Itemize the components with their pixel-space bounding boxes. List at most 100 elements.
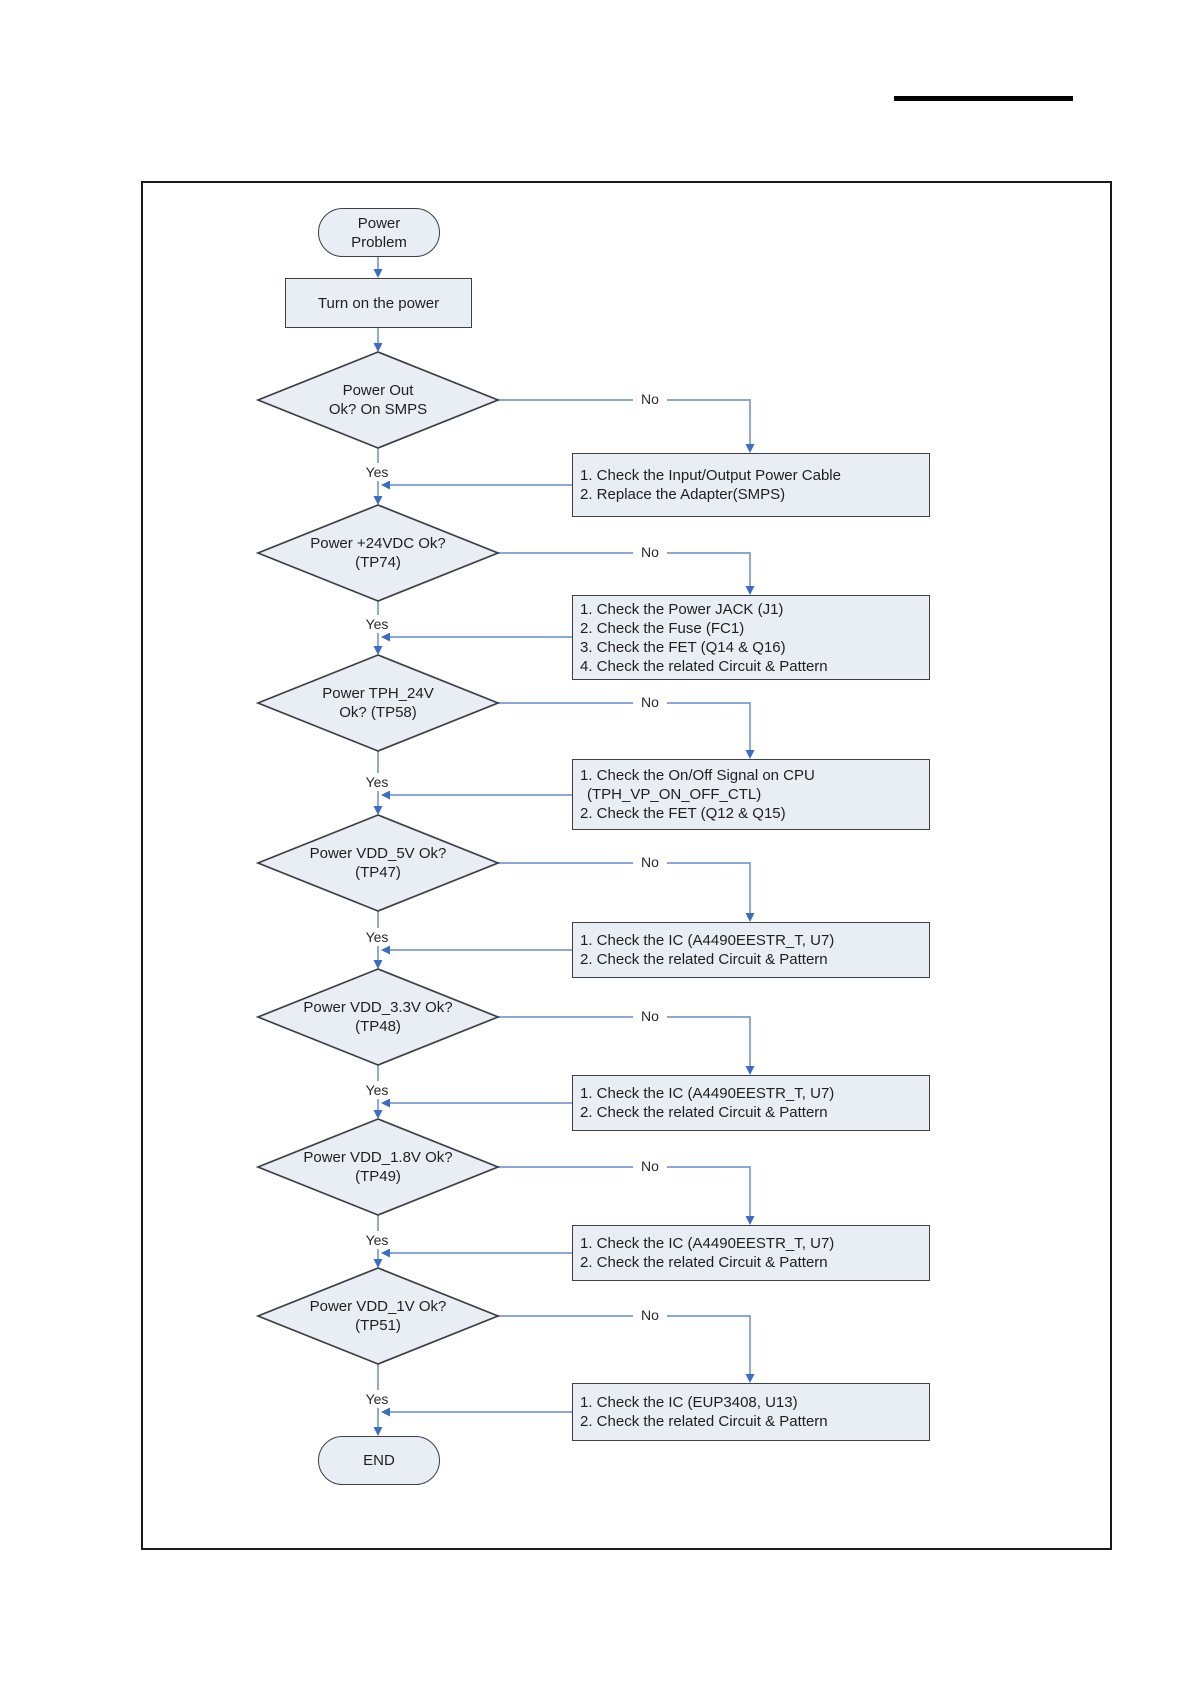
yes-label-5: Yes: [360, 1081, 394, 1099]
no-label-2: No: [633, 543, 667, 561]
no-connector-5: [498, 1016, 751, 1067]
yes-label-7: Yes: [360, 1390, 394, 1408]
arrowhead-down-icon: [745, 1066, 755, 1075]
yes-label-3: Yes: [360, 773, 394, 791]
no-connector-1: [498, 399, 751, 445]
no-label-6: No: [633, 1157, 667, 1175]
decision-line: Ok? (TP58): [339, 704, 417, 721]
yes-label-4: Yes: [360, 928, 394, 946]
decision-text-1: Power Out Ok? On SMPS: [258, 352, 498, 448]
arrowhead-down-icon: [373, 496, 383, 505]
decision-line: (TP49): [355, 1168, 401, 1185]
decision-text-3: Power TPH_24V Ok? (TP58): [258, 655, 498, 751]
arrowhead-down-icon: [373, 960, 383, 969]
arrowhead-left-icon: [381, 632, 390, 642]
action-line: 2. Check the related Circuit & Pattern: [580, 951, 828, 968]
arrowhead-down-icon: [373, 343, 383, 352]
action-line: 4. Check the related Circuit & Pattern: [580, 657, 828, 675]
diagram-border: [141, 181, 1112, 1550]
yes-label-1: Yes: [360, 463, 394, 481]
no-label-7: No: [633, 1306, 667, 1324]
decision-diamond-7: [255, 1267, 501, 1365]
decision-text-7: Power VDD_1V Ok? (TP51): [258, 1268, 498, 1364]
arrowhead-down-icon: [373, 269, 383, 278]
decision-line: Power Out: [342, 382, 414, 399]
action-line: 2. Check the related Circuit & Pattern: [580, 1413, 828, 1430]
decision-text-6: Power VDD_1.8V Ok? (TP49): [258, 1119, 498, 1215]
action-box-7: 1. Check the IC (EUP3408, U13) 2. Check …: [572, 1383, 930, 1441]
action-box-4: 1. Check the IC (A4490EESTR_T, U7) 2. Ch…: [572, 922, 930, 978]
arrowhead-down-icon: [745, 1216, 755, 1225]
action-line: 2. Check the Fuse (FC1): [580, 619, 745, 637]
action-box-1: 1. Check the Input/Output Power Cable 2.…: [572, 453, 930, 517]
decision-diamond-3: [255, 654, 501, 752]
no-label-3: No: [633, 693, 667, 711]
no-label-4: No: [633, 853, 667, 871]
action-line: 2. Replace the Adapter(SMPS): [580, 486, 786, 503]
decision-line: Power TPH_24V: [322, 685, 434, 702]
action-line: (TPH_VP_ON_OFF_CTL): [587, 786, 762, 803]
no-label-1: No: [633, 390, 667, 408]
process-turn-on-power: Turn on the power: [285, 278, 472, 328]
arrowhead-left-icon: [381, 945, 390, 955]
arrowhead-down-icon: [373, 806, 383, 815]
action-line: 1. Check the Power JACK (J1): [580, 600, 784, 618]
arrowhead-left-icon: [381, 1248, 390, 1258]
action-box-3: 1. Check the On/Off Signal on CPU (TPH_V…: [572, 759, 930, 830]
no-connector-6: [498, 1166, 751, 1217]
action-line: 1. Check the Input/Output Power Cable: [580, 467, 841, 484]
arrowhead-left-icon: [381, 1098, 390, 1108]
action-box-2: 1. Check the Power JACK (J1) 2. Check th…: [572, 595, 930, 680]
action-box-6: 1. Check the IC (A4490EESTR_T, U7) 2. Ch…: [572, 1225, 930, 1281]
action-line: 1. Check the On/Off Signal on CPU: [580, 767, 815, 784]
decision-diamond-1: [255, 351, 501, 449]
decision-line: Power VDD_3.3V Ok?: [303, 999, 453, 1016]
start-line2: Problem: [351, 233, 407, 251]
start-terminator: Power Problem: [318, 208, 440, 257]
arrowhead-left-icon: [381, 480, 390, 490]
decision-line: (TP47): [355, 864, 401, 881]
decision-diamond-6: [255, 1118, 501, 1216]
decision-diamond-5: [255, 968, 501, 1066]
no-connector-2: [498, 552, 751, 587]
action-line: 2. Check the related Circuit & Pattern: [580, 1104, 828, 1121]
arrowhead-down-icon: [745, 1374, 755, 1383]
yes-label-2: Yes: [360, 615, 394, 633]
action-box-5: 1. Check the IC (A4490EESTR_T, U7) 2. Ch…: [572, 1075, 930, 1131]
decision-text-2: Power +24VDC Ok? (TP74): [258, 505, 498, 601]
no-connector-4: [498, 862, 751, 914]
arrowhead-down-icon: [745, 750, 755, 759]
decision-diamond-2: [255, 504, 501, 602]
decision-line: Power VDD_1.8V Ok?: [303, 1149, 453, 1166]
end-label: END: [363, 1452, 395, 1469]
no-label-5: No: [633, 1007, 667, 1025]
arrowhead-down-icon: [373, 646, 383, 655]
arrowhead-down-icon: [373, 1110, 383, 1119]
decision-text-5: Power VDD_3.3V Ok? (TP48): [258, 969, 498, 1065]
no-connector-7: [498, 1315, 751, 1375]
action-line: 1. Check the IC (A4490EESTR_T, U7): [580, 1085, 835, 1102]
action-line: 3. Check the FET (Q14 & Q16): [580, 638, 786, 656]
arrowhead-down-icon: [373, 1427, 383, 1436]
arrowhead-down-icon: [745, 913, 755, 922]
process-label: Turn on the power: [317, 294, 440, 312]
arrowhead-left-icon: [381, 1407, 390, 1417]
arrowhead-down-icon: [745, 586, 755, 595]
arrowhead-down-icon: [745, 444, 755, 453]
decision-text-4: Power VDD_5V Ok? (TP47): [258, 815, 498, 911]
no-connector-3: [498, 702, 751, 751]
end-terminator: END: [318, 1436, 440, 1485]
action-line: 1. Check the IC (A4490EESTR_T, U7): [580, 932, 835, 949]
decision-line: Power +24VDC Ok?: [310, 535, 446, 552]
action-line: 2. Check the FET (Q12 & Q15): [580, 805, 786, 822]
decision-line: Ok? On SMPS: [328, 401, 428, 418]
decision-line: Power VDD_1V Ok?: [309, 1298, 447, 1315]
action-line: 1. Check the IC (A4490EESTR_T, U7): [580, 1235, 835, 1252]
decision-line: Power VDD_5V Ok?: [309, 845, 447, 862]
action-line: 2. Check the related Circuit & Pattern: [580, 1254, 828, 1271]
yes-label-6: Yes: [360, 1231, 394, 1249]
redacted-header-rule: [894, 96, 1073, 101]
decision-diamond-4: [255, 814, 501, 912]
